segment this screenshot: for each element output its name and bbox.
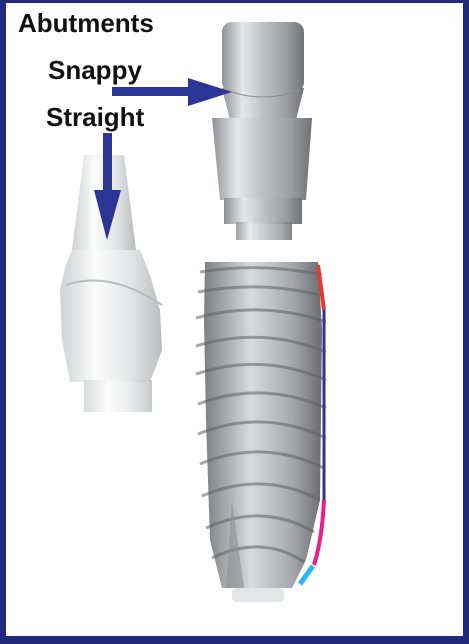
diagram-title: Abutments bbox=[18, 8, 154, 39]
snappy-abutment bbox=[212, 22, 312, 240]
label-snappy: Snappy bbox=[48, 55, 142, 86]
label-straight: Straight bbox=[46, 102, 144, 133]
profile-apex-line bbox=[300, 566, 313, 584]
threaded-implant bbox=[196, 262, 326, 602]
